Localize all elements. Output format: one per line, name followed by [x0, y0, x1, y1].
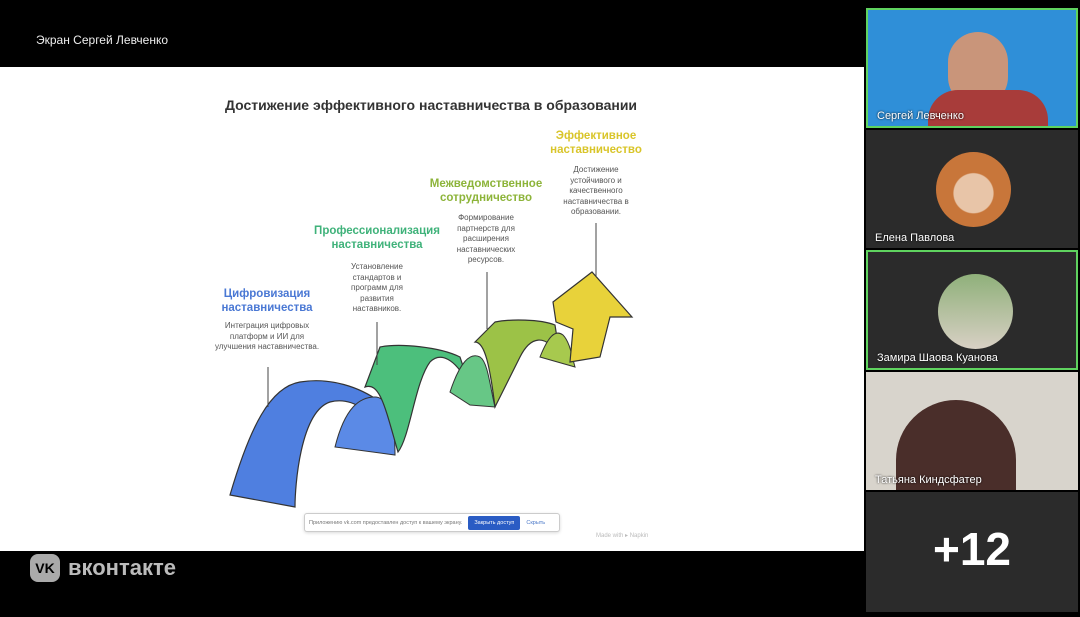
- participant-tile[interactable]: Замира Шаова Куанова: [866, 250, 1078, 370]
- stage-text: Достижение устойчивого и качественного н…: [563, 165, 629, 216]
- screen-share-label: Экран Сергей Левченко: [36, 33, 169, 47]
- participant-name: Замира Шаова Куанова: [877, 352, 998, 364]
- participant-name: Сергей Левченко: [877, 110, 964, 122]
- avatar: [936, 152, 1011, 227]
- made-with-label: Made with ▸ Napkin: [596, 533, 649, 539]
- stage-professionalization: Профессионализация наставничества Устано…: [312, 224, 442, 315]
- more-count: +12: [932, 523, 1012, 575]
- stage-text: Формирование партнерств для расширения н…: [456, 213, 516, 264]
- participant-name: Татьяна Киндсфатер: [875, 474, 982, 486]
- participant-video: [896, 400, 1016, 490]
- stage-heading: Профессионализация наставничества: [314, 225, 440, 251]
- stage-effective: Эффективное наставничество Достижение ус…: [545, 129, 647, 218]
- participant-video: [928, 90, 1048, 126]
- screen-share-notification: Приложению vk.com предоставлен доступ к …: [304, 513, 560, 532]
- growth-arrow-illustration: [229, 223, 634, 508]
- vk-brand: VK вконтакте: [30, 554, 176, 582]
- stage-heading: Межведомственное сотрудничество: [429, 178, 543, 204]
- stage-heading: Цифровизация наставничества: [221, 288, 313, 314]
- stage-text: Интеграция цифровых платформ и ИИ для ул…: [214, 321, 320, 351]
- stage-heading: Эффективное наставничество: [550, 130, 642, 156]
- more-participants-button[interactable]: +12: [866, 492, 1078, 612]
- stage-text: Установление стандартов и программ для р…: [351, 262, 403, 313]
- hide-notification-link[interactable]: Скрыть: [526, 519, 546, 526]
- close-access-button[interactable]: Закрыть доступ: [468, 515, 521, 530]
- slide-title: Достижение эффективного наставничества в…: [224, 97, 638, 113]
- participant-tile[interactable]: Елена Павлова: [866, 130, 1078, 248]
- stage-interagency: Межведомственное сотрудничество Формиров…: [425, 177, 547, 266]
- participant-name: Елена Павлова: [875, 232, 955, 244]
- vk-logo-icon: VK: [30, 554, 60, 582]
- brand-name: вконтакте: [68, 555, 177, 580]
- shared-slide: Достижение эффективного наставничества в…: [0, 67, 864, 551]
- stage-digitalization: Цифровизация наставничества Интеграция ц…: [212, 287, 322, 353]
- participant-tile[interactable]: Сергей Левченко: [866, 8, 1078, 128]
- participant-tile[interactable]: Татьяна Киндсфатер: [866, 372, 1078, 490]
- avatar: [938, 274, 1013, 349]
- notification-text: Приложению vk.com предоставлен доступ к …: [309, 519, 463, 526]
